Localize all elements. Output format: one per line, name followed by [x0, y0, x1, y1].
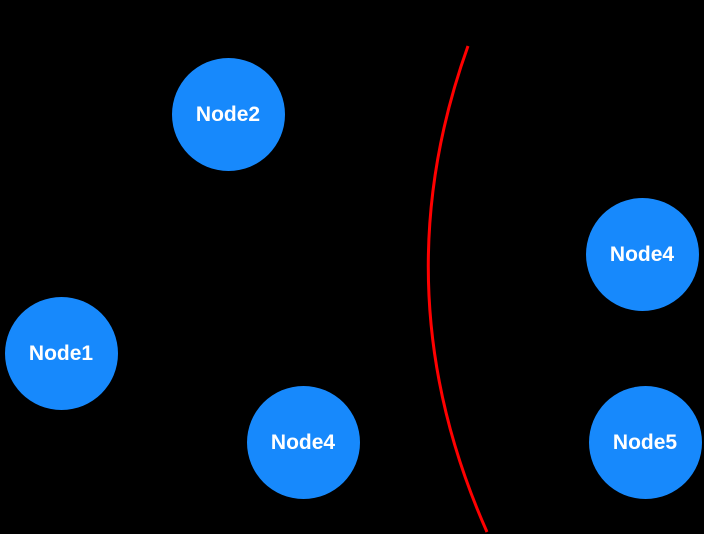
- node-label: Node2: [195, 102, 261, 126]
- node-label: Node5: [612, 430, 678, 454]
- graph-node-node4-right[interactable]: Node4: [585, 197, 699, 311]
- node-label: Node4: [270, 430, 336, 454]
- graph-node-node5[interactable]: Node5: [588, 385, 702, 499]
- graph-node-node1[interactable]: Node1: [4, 296, 118, 410]
- node-label: Node4: [609, 242, 675, 266]
- red-curve-edge: [426, 45, 489, 533]
- graph-node-node2[interactable]: Node2: [171, 57, 285, 171]
- node-label: Node1: [28, 341, 94, 365]
- graph-node-node4-bottom[interactable]: Node4: [246, 385, 360, 499]
